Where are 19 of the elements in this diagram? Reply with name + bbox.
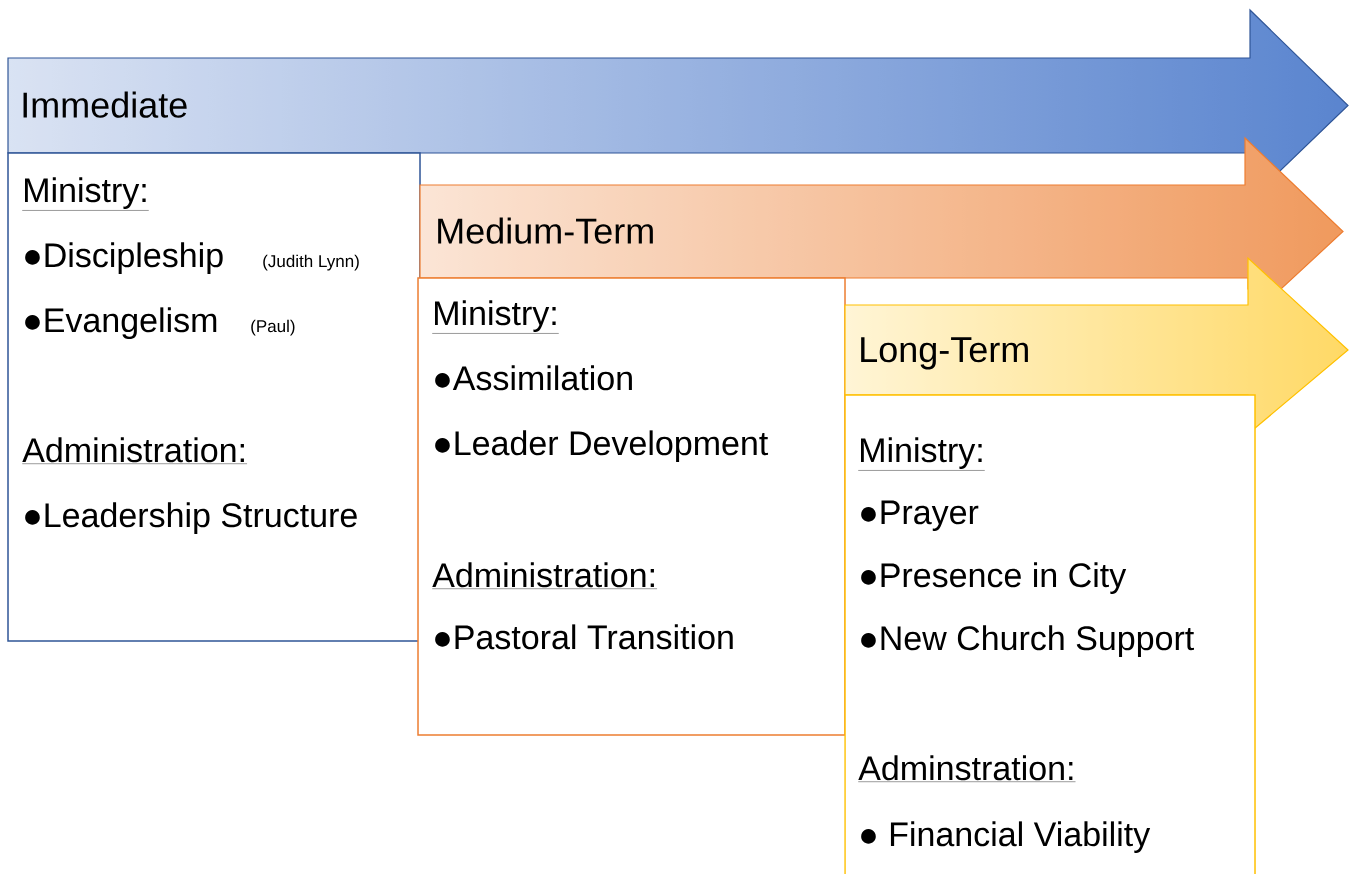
section-heading: Ministry: [22,177,149,211]
note-text: (Paul) [251,319,295,336]
list-item: ●Leader Development [435,430,769,463]
section-heading: Ministry: [432,300,559,334]
section-heading: Ministry: [858,437,985,471]
list-item: ●Pastoral Transition [435,624,733,650]
list-item: ● Financial Viability [861,821,1151,854]
note-text: (Judith Lynn) [263,254,359,271]
section-heading: Administration: [432,562,658,589]
list-item: ●Evangelism [25,307,217,340]
list-item: ●Presence in City [861,562,1127,595]
section-heading: Administration: [22,437,248,464]
phase-banner: Immediate [7,8,1349,172]
section-heading: Adminstration: [858,755,1076,782]
list-item: ●Leadership Structure [25,502,357,535]
list-item: ●Discipleship [25,242,223,275]
list-item: ●Assimilation [435,365,632,391]
list-item: ●Prayer [861,500,979,532]
list-item: ●New Church Support [861,625,1194,658]
